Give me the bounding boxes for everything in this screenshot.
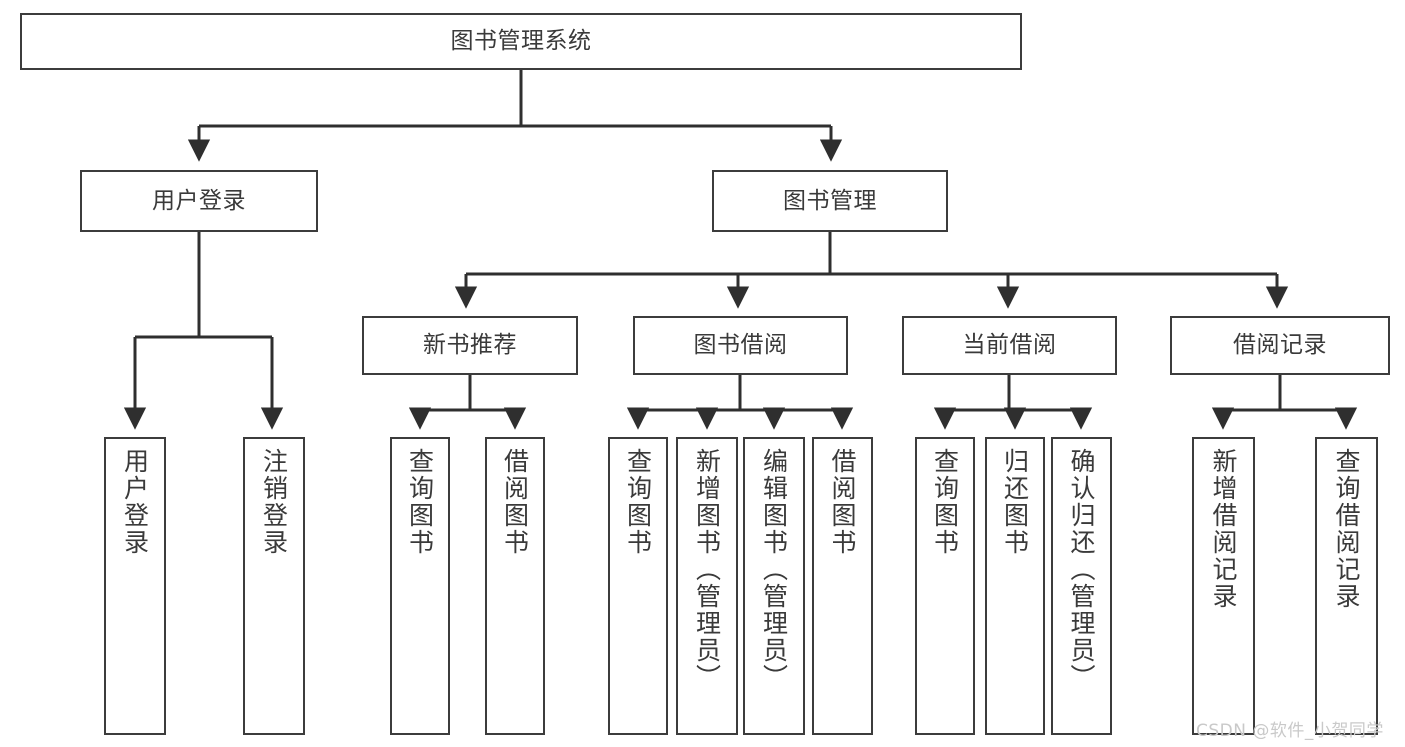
node-leaf-query-book-3[interactable]: 查询图书 xyxy=(915,437,975,735)
node-leaf-add-record[interactable]: 新增借阅记录 xyxy=(1192,437,1255,735)
node-leaf-edit-book[interactable]: 编辑图书（管理员） xyxy=(743,437,805,735)
node-book-manage-label: 图书管理 xyxy=(783,187,877,214)
node-book-borrow-label: 图书借阅 xyxy=(693,332,788,359)
node-leaf-query-book-1[interactable]: 查询图书 xyxy=(390,437,450,735)
node-user-login-label: 用户登录 xyxy=(152,187,246,214)
node-new-book-rec-label: 新书推荐 xyxy=(423,332,517,359)
node-leaf-borrow-book-2[interactable]: 借阅图书 xyxy=(812,437,873,735)
node-leaf-edit-book-label: 编辑图书（管理员） xyxy=(759,448,789,691)
node-leaf-query-record[interactable]: 查询借阅记录 xyxy=(1315,437,1378,735)
node-leaf-confirm-return[interactable]: 确认归还（管理员） xyxy=(1051,437,1112,735)
node-leaf-query-record-label: 查询借阅记录 xyxy=(1332,448,1361,610)
node-leaf-logout-label: 注销登录 xyxy=(259,448,289,556)
node-leaf-logout[interactable]: 注销登录 xyxy=(243,437,305,735)
node-current-borrow[interactable]: 当前借阅 xyxy=(902,316,1117,375)
node-leaf-query-book-3-label: 查询图书 xyxy=(930,448,960,556)
node-leaf-add-book-label: 新增图书（管理员） xyxy=(692,448,722,691)
node-borrow-record-label: 借阅记录 xyxy=(1233,332,1327,359)
node-root[interactable]: 图书管理系统 xyxy=(20,13,1022,70)
node-borrow-record[interactable]: 借阅记录 xyxy=(1170,316,1390,375)
node-leaf-return-book-label: 归还图书 xyxy=(1000,448,1030,556)
node-book-borrow[interactable]: 图书借阅 xyxy=(633,316,848,375)
node-new-book-rec[interactable]: 新书推荐 xyxy=(362,316,578,375)
node-leaf-borrow-book-1-label: 借阅图书 xyxy=(500,448,530,556)
node-user-login[interactable]: 用户登录 xyxy=(80,170,318,232)
node-leaf-query-book-2-label: 查询图书 xyxy=(623,448,653,556)
node-leaf-user-login-label: 用户登录 xyxy=(120,448,150,556)
node-leaf-borrow-book-2-label: 借阅图书 xyxy=(828,448,857,556)
node-leaf-confirm-return-label: 确认归还（管理员） xyxy=(1067,448,1096,691)
node-leaf-user-login[interactable]: 用户登录 xyxy=(104,437,166,735)
node-leaf-borrow-book-1[interactable]: 借阅图书 xyxy=(485,437,545,735)
node-root-label: 图书管理系统 xyxy=(450,28,592,55)
node-current-borrow-label: 当前借阅 xyxy=(962,332,1057,359)
node-leaf-query-book-2[interactable]: 查询图书 xyxy=(608,437,668,735)
node-leaf-return-book[interactable]: 归还图书 xyxy=(985,437,1045,735)
node-book-manage[interactable]: 图书管理 xyxy=(712,170,948,232)
node-leaf-query-book-1-label: 查询图书 xyxy=(405,448,435,556)
node-leaf-add-book[interactable]: 新增图书（管理员） xyxy=(676,437,738,735)
watermark: CSDN @软件_小贺同学 xyxy=(1196,721,1384,741)
node-leaf-add-record-label: 新增借阅记录 xyxy=(1209,448,1238,610)
